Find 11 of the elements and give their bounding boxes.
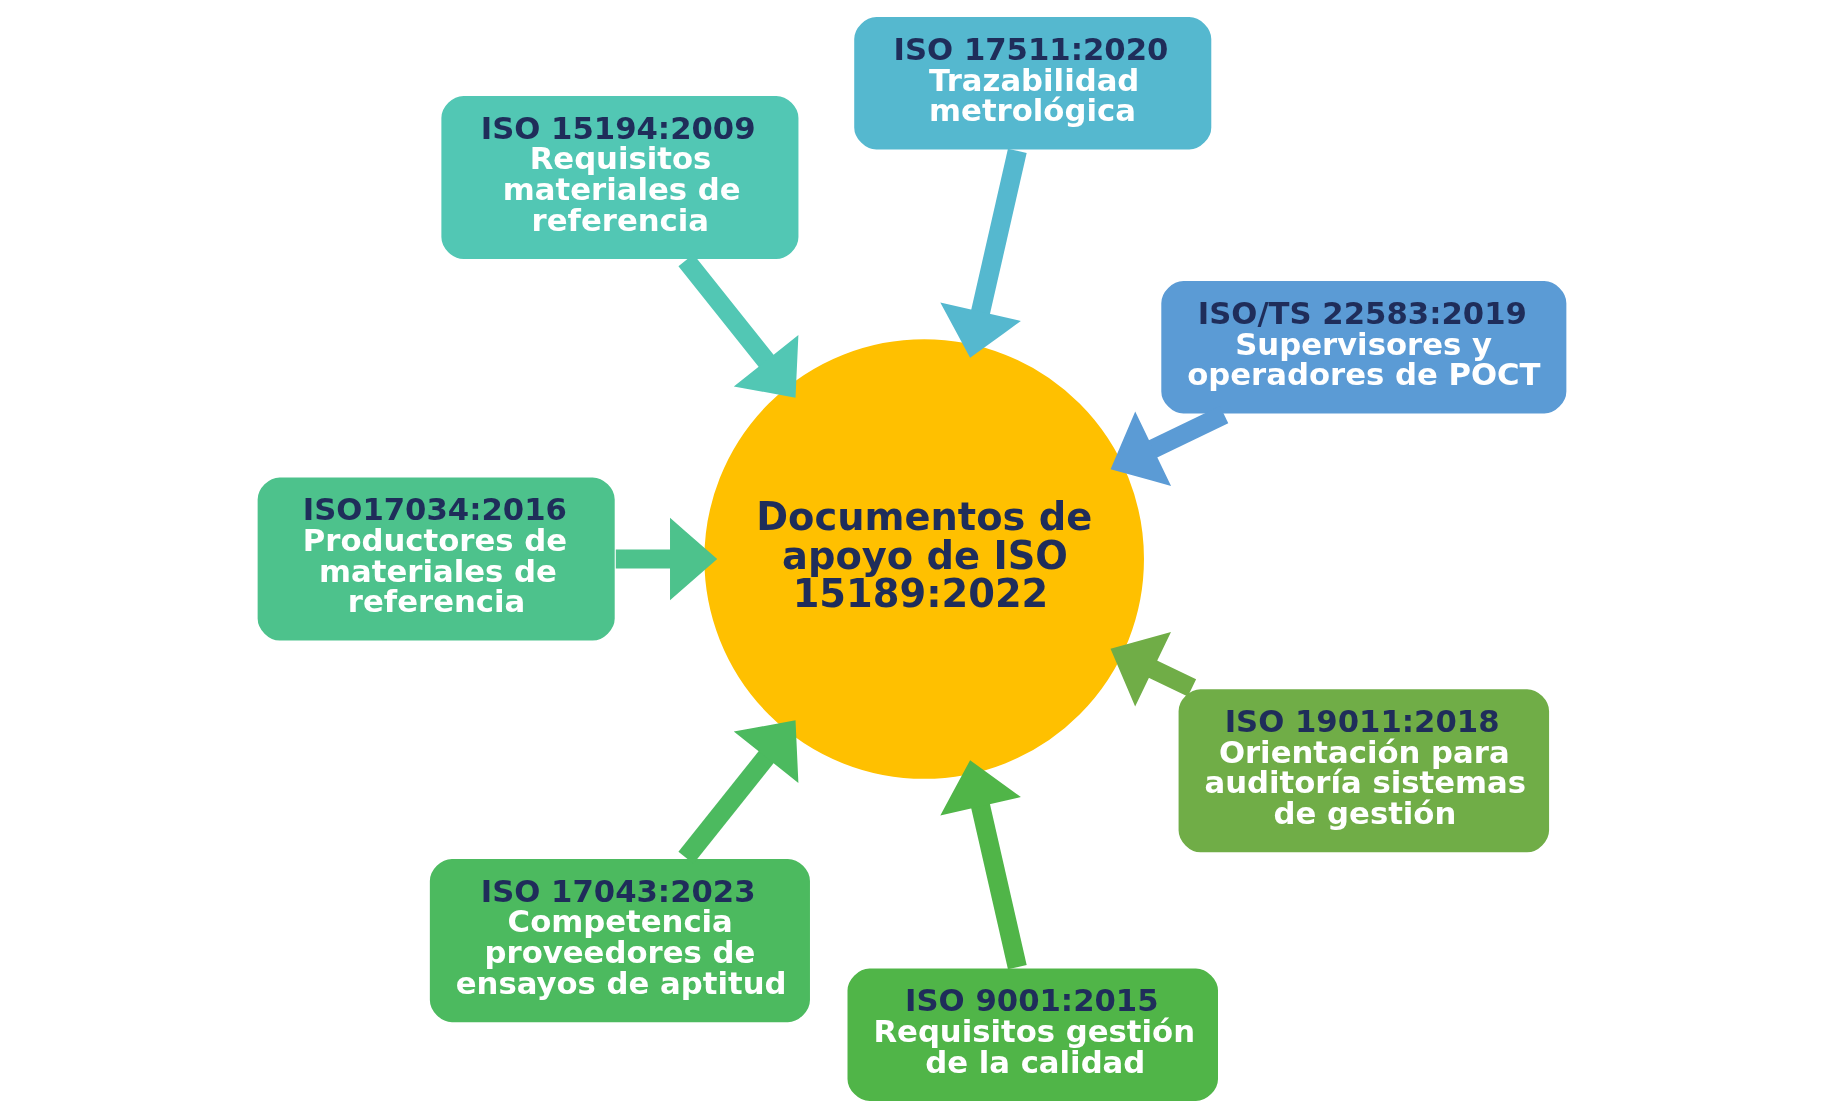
arrow [940, 760, 1027, 970]
node-box: ISO 19011:2018 Orientación para auditoría sistemas de gestión [1176, 687, 1551, 855]
arrow [1110, 632, 1197, 707]
node-box: ISO 15194:2009 Requisitos materiales de referencia [439, 93, 801, 261]
node-box: ISO 17511:2020 Trazabilidad metrológica [852, 15, 1214, 152]
node-box: ISO 9001:2015 Requisitos gestión de la calidad [845, 966, 1220, 1103]
node-box: ISO/TS 22583:2019 Supervisores y operadores de POCT [1159, 279, 1569, 416]
node-box: ISO17034:2016 Productores de materiales de referencia [255, 475, 617, 643]
arrow [940, 148, 1027, 358]
node-box: ISO 17043:2023 Competencia proveedores de ensayos de aptitud [427, 857, 812, 1025]
arrow [615, 517, 718, 601]
